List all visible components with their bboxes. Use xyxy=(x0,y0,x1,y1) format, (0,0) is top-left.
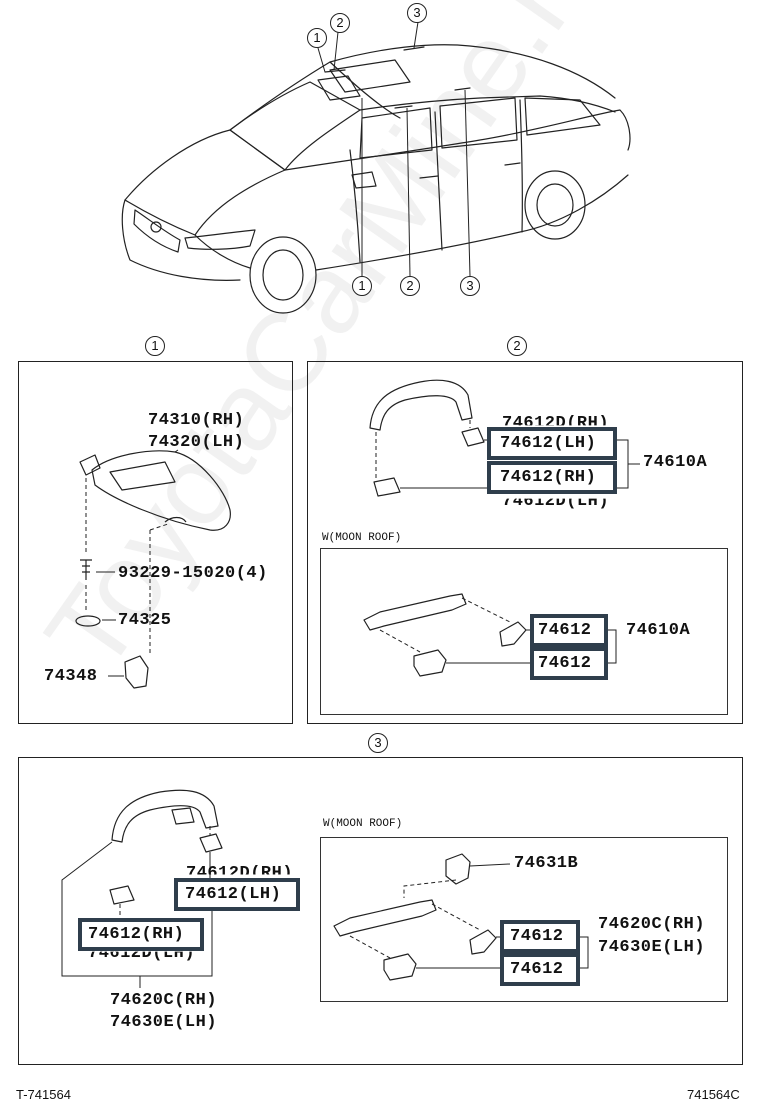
panel-3-assist-grip xyxy=(18,757,743,1065)
panel1-callout: 1 xyxy=(145,336,165,356)
label-74630e-lh-moonroof: 74630E(LH) xyxy=(598,938,706,957)
label-74612d-rh-partial-3: 74612D(RH) xyxy=(186,864,294,883)
panel-2-assist-grip xyxy=(307,361,743,724)
label-74612d-lh-partial: 74612D(LH) xyxy=(502,492,610,511)
highlight-74612-b xyxy=(530,647,608,680)
label-74348: 74348 xyxy=(44,667,98,686)
label-93229-15020: 93229-15020(4) xyxy=(118,564,268,583)
panel3-sub-title: W(MOON ROOF) xyxy=(323,818,403,830)
highlight-74612-rh-3 xyxy=(78,918,204,951)
panel-1-sun-visor xyxy=(18,361,293,724)
label-74612-b: 74612 xyxy=(538,654,592,673)
callout-2-bottom: 2 xyxy=(400,276,420,296)
label-74612d-lh-partial-3: 74612D(LH) xyxy=(88,944,196,963)
label-74320-lh: 74320(LH) xyxy=(148,433,245,452)
label-74325: 74325 xyxy=(118,611,172,630)
label-74612-lh-3: 74612(LH) xyxy=(185,885,282,904)
highlight-74612-a xyxy=(530,614,608,647)
label-74620c-rh-moonroof: 74620C(RH) xyxy=(598,915,706,934)
label-74612d-rh-partial: 74612D(RH) xyxy=(502,414,610,433)
callout-1-bottom: 1 xyxy=(352,276,372,296)
panel2-callout: 2 xyxy=(507,336,527,356)
callout-2-top: 2 xyxy=(330,13,350,33)
footer-left-code: T-741564 xyxy=(16,1087,71,1102)
label-74610a: 74610A xyxy=(643,453,708,472)
label-74612-c: 74612 xyxy=(510,927,564,946)
highlight-74612-lh-3 xyxy=(174,878,300,911)
panel-3-moonroof xyxy=(320,837,728,1002)
highlight-74612-c xyxy=(500,920,580,953)
highlight-74612-d xyxy=(500,953,580,986)
label-74631b: 74631B xyxy=(514,854,579,873)
callout-3-top: 3 xyxy=(407,3,427,23)
label-74612-d: 74612 xyxy=(510,960,564,979)
highlight-74612-lh xyxy=(487,427,617,460)
label-74612-a: 74612 xyxy=(538,621,592,640)
label-74612-lh: 74612(LH) xyxy=(500,434,597,453)
highlight-74612-rh xyxy=(487,461,617,494)
panel2-sub-title: W(MOON ROOF) xyxy=(322,532,402,544)
footer-right-code: 741564C xyxy=(687,1087,740,1102)
label-74620c-rh: 74620C(RH) xyxy=(110,991,218,1010)
label-74612-rh-3: 74612(RH) xyxy=(88,925,185,944)
label-74610a-moonroof: 74610A xyxy=(626,621,691,640)
car-illustration xyxy=(121,21,631,314)
label-74630e-lh: 74630E(LH) xyxy=(110,1013,218,1032)
label-74612-rh: 74612(RH) xyxy=(500,468,597,487)
callout-3-bottom: 3 xyxy=(460,276,480,296)
panel3-callout: 3 xyxy=(368,733,388,753)
panel-2-moonroof xyxy=(320,548,728,715)
label-74310-rh: 74310(RH) xyxy=(148,411,245,430)
callout-1-top: 1 xyxy=(307,28,327,48)
